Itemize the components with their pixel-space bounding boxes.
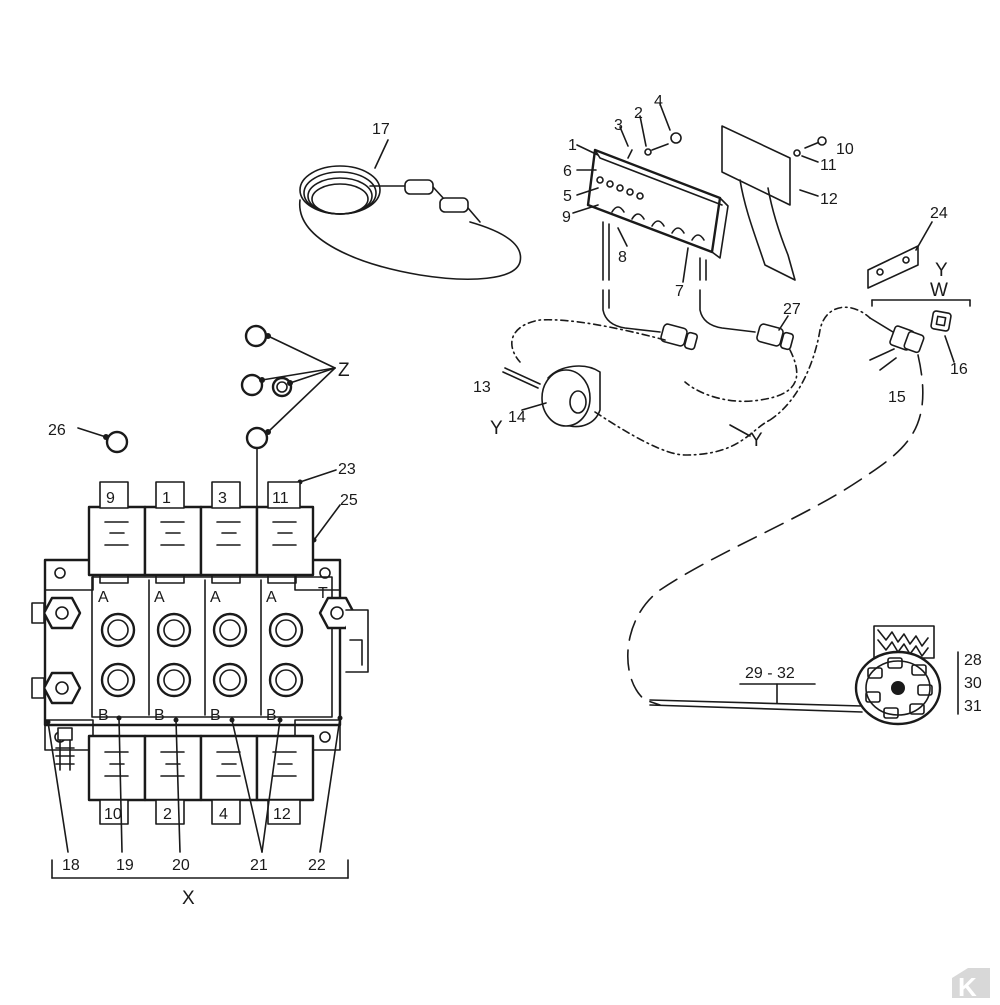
label-9: 9 <box>562 209 571 226</box>
label-1: 1 <box>568 137 577 154</box>
label-19: 19 <box>116 857 134 874</box>
solenoid-top-1: 9 <box>106 490 115 507</box>
solenoid-bottom-4: 12 <box>273 806 291 823</box>
solenoid-top-4: 11 <box>272 490 289 507</box>
solenoid-bottom-1: 10 <box>104 806 122 823</box>
bottom-solenoids <box>87 734 315 825</box>
o-ring-26 <box>77 427 129 454</box>
label-16: 16 <box>950 361 968 378</box>
label-27: 27 <box>783 301 801 318</box>
label-13: 13 <box>473 379 491 396</box>
cable-y-loop <box>511 318 666 363</box>
label-11: 11 <box>820 157 837 174</box>
label-30: 30 <box>964 675 982 692</box>
port-b-3: B <box>210 707 221 724</box>
label-25: 25 <box>340 492 358 509</box>
label-z: Z <box>338 360 350 381</box>
coiled-cable <box>299 165 522 280</box>
label-12: 12 <box>820 191 838 208</box>
port-b-2: B <box>154 707 165 724</box>
port-a-3: A <box>210 589 221 606</box>
cable-y-right <box>769 306 871 421</box>
label-14: 14 <box>508 409 526 426</box>
port-a-4: A <box>266 589 277 606</box>
label-4: 4 <box>654 93 663 110</box>
box-connectors <box>602 289 795 351</box>
label-7: 7 <box>675 283 684 300</box>
brand-logo: K <box>952 968 990 1002</box>
mounting-bracket <box>721 125 827 281</box>
label-22: 22 <box>308 857 326 874</box>
label-y-left: Y <box>490 418 503 439</box>
solenoid-bottom-3: 4 <box>219 806 228 823</box>
control-box <box>586 148 729 281</box>
label-28: 28 <box>964 652 982 669</box>
label-x: X <box>182 888 195 909</box>
ferrite-core <box>541 365 601 428</box>
port-t: T <box>318 585 328 602</box>
port-b-4: B <box>266 707 277 724</box>
solenoid-top-2: 1 <box>162 490 171 507</box>
o-rings-z <box>240 324 336 450</box>
port-a-2: A <box>154 589 165 606</box>
port-b-1: B <box>98 707 109 724</box>
label-26: 26 <box>48 422 66 439</box>
label-w: W <box>930 280 948 301</box>
label-29-32: 29 - 32 <box>745 665 795 682</box>
plug-w <box>869 310 952 354</box>
logo-letter: K <box>958 972 977 1000</box>
socket-28 <box>854 625 942 726</box>
solenoid-bottom-2: 2 <box>163 806 172 823</box>
label-y-top: Y <box>935 260 948 281</box>
pin-15 <box>869 348 895 361</box>
port-a-1: A <box>98 589 109 606</box>
label-5: 5 <box>563 188 572 205</box>
label-6: 6 <box>563 163 572 180</box>
label-17: 17 <box>372 121 390 138</box>
cable-29-32 <box>649 704 863 713</box>
label-21: 21 <box>250 857 268 874</box>
cable-y-lower <box>594 411 771 456</box>
leader-17 <box>374 139 389 169</box>
label-3: 3 <box>614 117 623 134</box>
label-24: 24 <box>930 205 948 222</box>
label-y-cable: Y <box>750 430 763 451</box>
clip-24 <box>867 245 919 289</box>
label-31: 31 <box>964 698 982 715</box>
label-20: 20 <box>172 857 190 874</box>
label-2: 2 <box>634 105 643 122</box>
top-solenoids <box>87 481 315 584</box>
cable-y-mid <box>684 349 798 403</box>
label-23: 23 <box>338 461 356 478</box>
valve-block <box>31 479 369 771</box>
label-15: 15 <box>888 389 906 406</box>
label-18: 18 <box>62 857 80 874</box>
label-10: 10 <box>836 141 854 158</box>
pin-13 <box>504 367 541 385</box>
solenoid-top-3: 3 <box>218 490 227 507</box>
screw-set <box>627 132 682 159</box>
label-8: 8 <box>618 249 627 266</box>
